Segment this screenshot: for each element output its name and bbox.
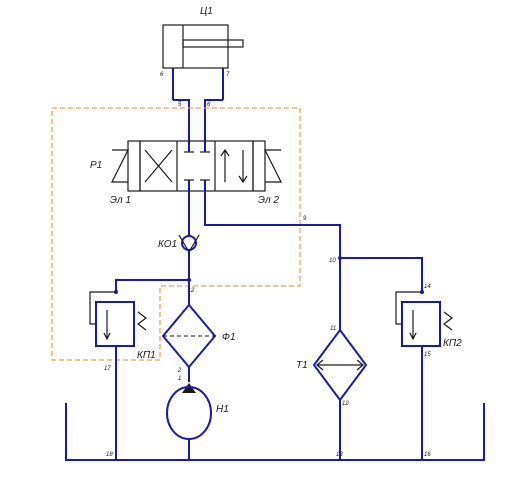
point-label: 16 <box>424 452 431 458</box>
pump-label: Н1 <box>216 404 229 415</box>
solenoid-1-label: Эл 1 <box>110 195 131 206</box>
relief-branch-1: 2 <box>115 278 195 294</box>
directional-valve-r1: Р1 Эл 1 Эл 2 <box>90 140 282 206</box>
cylinder-c1: Ц1 6 7 <box>160 6 244 100</box>
relief-valve-2-label: КП2 <box>443 338 462 349</box>
point-label: 9 <box>303 216 307 222</box>
pump-h1: Н1 1 <box>166 376 229 460</box>
tank <box>65 403 485 461</box>
return-line: 9 10 <box>204 191 341 330</box>
point-label: 11 <box>330 326 336 332</box>
point-label: 10 <box>329 258 336 264</box>
valve-label: Р1 <box>90 160 102 171</box>
point-label: 6 <box>160 72 164 78</box>
point-label: 2 <box>190 288 195 294</box>
point-label: 5 <box>178 102 182 108</box>
point-label: 12 <box>342 401 349 407</box>
solenoid-2-label: Эл 2 <box>258 195 279 206</box>
point-label: 14 <box>424 284 431 290</box>
point-label: 6 <box>207 102 211 108</box>
cylinder-valve-lines: 5 6 <box>173 99 223 141</box>
point-label: 17 <box>104 366 111 372</box>
relief-valve-kp2: КП2 14 15 16 <box>395 284 462 460</box>
relief-valve-kp1: КП1 17 18 <box>89 290 156 460</box>
point-label: 2 <box>177 368 182 374</box>
control-line <box>51 107 301 361</box>
check-valve-label: КО1 <box>158 239 177 250</box>
point-label: 13 <box>336 452 343 458</box>
check-valve-ko1: КО1 <box>158 234 200 305</box>
point-label: 18 <box>106 452 113 458</box>
point-label: 1 <box>178 376 181 382</box>
heat-exchanger-t1: Т1 11 12 13 <box>296 326 368 460</box>
filter-f1: Ф1 2 <box>161 303 236 382</box>
relief-branch-2 <box>338 256 423 292</box>
cylinder-label: Ц1 <box>200 6 213 17</box>
point-label: 7 <box>226 72 230 78</box>
point-label: 15 <box>424 352 431 358</box>
heat-exchanger-label: Т1 <box>296 360 308 371</box>
filter-label: Ф1 <box>222 332 236 343</box>
relief-valve-1-label: КП1 <box>137 350 156 361</box>
